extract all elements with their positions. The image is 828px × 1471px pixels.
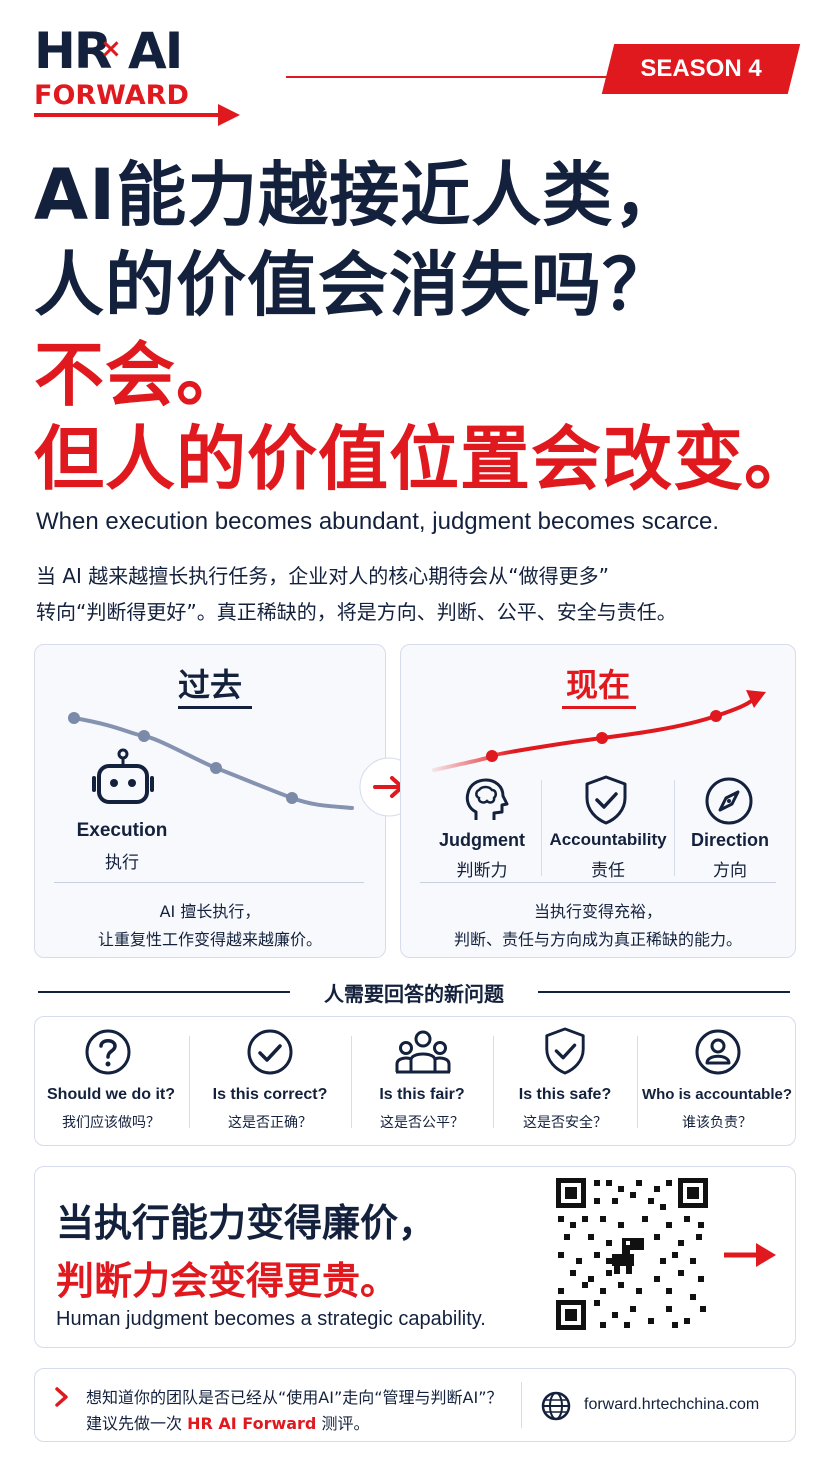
now-divider: [420, 882, 776, 883]
now-separator-2: [674, 780, 675, 876]
questions-separator-4: [637, 1036, 638, 1128]
past-caption-1: AI 擅长执行，: [159, 902, 261, 921]
answer-line-2: 但人的价值位置会改变。: [34, 418, 815, 500]
answer-line-1: 不会。: [34, 334, 247, 416]
shield-check-icon: [585, 775, 627, 825]
banner-line-2: 判断力会变得更贵。: [56, 1259, 399, 1303]
past-label-cn: 执行: [105, 853, 139, 873]
questions-separator-3: [493, 1036, 494, 1128]
season-badge-label: SEASON 4: [640, 55, 762, 82]
arrow-right-icon: [724, 1243, 776, 1267]
questions-separator-2: [351, 1036, 352, 1128]
chevron-right-icon: [55, 1387, 68, 1407]
question-5-cn: 谁该负责？: [682, 1115, 752, 1131]
check-circle-icon: [247, 1029, 293, 1075]
globe-icon: [541, 1391, 571, 1421]
past-label-en: Execution: [76, 820, 168, 841]
description-line-1: 当 AI 越来越擅长执行任务，企业对人的核心期待会从“做得更多”: [36, 564, 610, 588]
banner-en: Human judgment becomes a strategic capab…: [56, 1308, 486, 1330]
questions-separator-1: [189, 1036, 190, 1128]
question-2-cn: 这是否正确？: [228, 1115, 312, 1131]
footer-card: [34, 1368, 796, 1442]
headline-line-2: 人的价值会消失吗？: [34, 244, 673, 326]
brain-icon: [465, 778, 509, 820]
header-rule: [286, 76, 616, 78]
question-4-cn: 这是否安全？: [523, 1115, 607, 1131]
past-title: 过去: [177, 666, 242, 704]
subtitle-en: When execution becomes abundant, judgmen…: [36, 508, 720, 535]
past-card: [34, 644, 386, 958]
now-item-3-cn: 方向: [713, 861, 747, 881]
now-item-2-en: Accountability: [549, 830, 667, 849]
question-icon: [85, 1029, 131, 1075]
past-divider: [54, 882, 364, 883]
description-line-2: 转向“判断得更好”。真正稀缺的，将是方向、判断、公平、安全与责任。: [36, 600, 677, 624]
past-decline-curve: [68, 712, 354, 810]
footer-url-link[interactable]: forward.hrtechchina.com: [584, 1396, 760, 1413]
logo-x: ×: [100, 34, 122, 64]
now-title: 现在: [565, 666, 630, 704]
compass-icon: [705, 777, 753, 825]
people-icon: [395, 1030, 451, 1074]
footer-line-2-prefix: 建议先做一次: [86, 1414, 183, 1433]
logo-ai: AI: [128, 22, 183, 80]
question-3-cn: 这是否公平？: [380, 1115, 464, 1131]
now-growth-curve: [432, 690, 766, 772]
questions-rule-left: [38, 991, 290, 993]
logo-forward: FORWARD: [34, 80, 189, 111]
now-item-1-cn: 判断力: [456, 861, 508, 881]
question-3-en: Is this fair?: [379, 1086, 465, 1103]
questions-title: 人需要回答的新问题: [324, 982, 504, 1006]
now-item-3-en: Direction: [690, 830, 769, 850]
footer-brand-link[interactable]: HR AI Forward: [187, 1414, 317, 1433]
question-1-en: Should we do it?: [47, 1086, 175, 1103]
now-caption-2: 判断、责任与方向成为真正稀缺的能力。: [453, 930, 742, 949]
logo-hr: HR: [34, 22, 112, 80]
headline-line-1: AI能力越接近人类，: [34, 154, 685, 236]
past-title-underline: [178, 706, 252, 709]
footer-line-1: 想知道你的团队是否已经从“使用AI”走向“管理与判断AI”？: [86, 1388, 503, 1407]
footer-separator: [521, 1382, 522, 1428]
questions-rule-right: [538, 991, 790, 993]
now-separator-1: [541, 780, 542, 876]
now-item-1-en: Judgment: [438, 830, 525, 850]
footer-line-2-suffix: 测评。: [321, 1414, 370, 1433]
now-item-2-cn: 责任: [591, 861, 625, 881]
person-icon: [695, 1029, 741, 1075]
question-2-en: Is this correct?: [212, 1086, 328, 1103]
robot-icon: [92, 748, 154, 804]
footer-line-2: 建议先做一次 HR AI Forward 测评。: [86, 1410, 370, 1434]
now-caption-1: 当执行变得充裕，: [533, 902, 662, 921]
question-4-en: Is this safe?: [518, 1086, 612, 1103]
past-caption-2: 让重复性工作变得越来越廉价。: [97, 930, 322, 949]
question-1-cn: 我们应该做吗？: [62, 1115, 160, 1131]
logo-arrow-icon: [34, 104, 240, 126]
shield-check-icon: [545, 1027, 585, 1075]
now-title-underline: [562, 706, 636, 709]
banner-line-1: 当执行能力变得廉价，: [56, 1201, 437, 1245]
question-5-en: Who is accountable?: [641, 1086, 792, 1103]
qr-code[interactable]: [554, 1176, 710, 1332]
